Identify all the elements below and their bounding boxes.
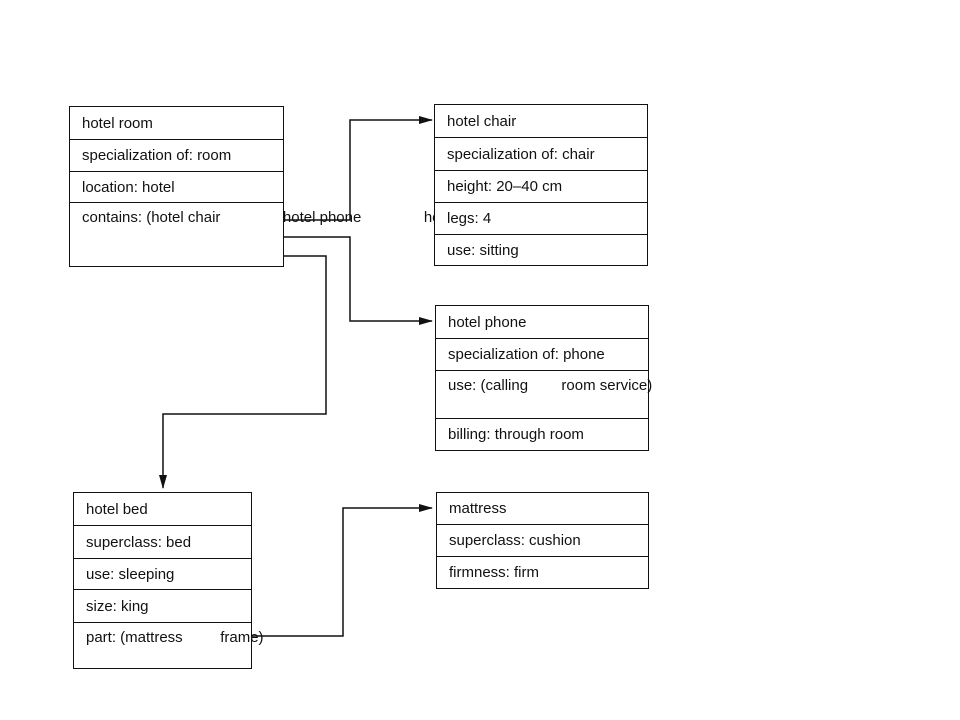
slot-specialization: specialization of: phone (436, 339, 648, 371)
frame-title: hotel room (70, 107, 283, 140)
slot-size: size: king (74, 590, 251, 623)
slot-part: part: (mattress frame) (74, 623, 264, 670)
slot-billing: billing: through room (448, 426, 584, 443)
slot-contains: contains: (hotel chair hotel phone hotel… (70, 203, 491, 265)
frame-hotel-phone: hotel phone specialization of: phone use… (435, 305, 652, 451)
slot-firmness: firmness: firm (449, 564, 539, 581)
slot-specialization: specialization of: room (70, 140, 283, 172)
slot-line: hotel phone (220, 209, 362, 226)
frame-hotel-bed: hotel bed superclass: bed use: sleeping … (73, 492, 264, 670)
slot-legs: legs: 4 (435, 203, 647, 235)
slot-use: use: sitting (447, 242, 519, 259)
slot-line: contains: (hotel chair (82, 209, 221, 226)
frame-title: hotel chair (435, 105, 647, 138)
link-phone-arrow (280, 236, 433, 325)
slot-superclass: superclass: cushion (437, 525, 648, 557)
slot-use: use: sleeping (74, 559, 251, 590)
slot-location: location: hotel (70, 172, 283, 203)
frame-hotel-room: hotel room specialization of: room locat… (69, 106, 491, 267)
slot-superclass: superclass: bed (74, 526, 251, 559)
slot-use: use: (calling room service) (436, 371, 652, 419)
frame-title: hotel phone (436, 306, 648, 339)
slot-specialization: specialization of: chair (435, 138, 647, 171)
frame-title: hotel bed (74, 493, 251, 526)
slot-line: room service) (528, 377, 653, 394)
slot-line: use: (calling (448, 377, 529, 394)
link-mattress-arrow (222, 504, 433, 637)
link-chair-arrow (278, 116, 433, 221)
slot-line: frame) (182, 629, 264, 646)
frame-hotel-chair: hotel chair specialization of: chair hei… (434, 104, 648, 266)
slot-height: height: 20–40 cm (435, 171, 647, 203)
slot-line: part: (mattress (86, 629, 183, 646)
link-bed-arrow (159, 255, 327, 489)
frame-mattress: mattress superclass: cushion firmness: f… (436, 492, 649, 589)
frame-title: mattress (437, 493, 648, 525)
